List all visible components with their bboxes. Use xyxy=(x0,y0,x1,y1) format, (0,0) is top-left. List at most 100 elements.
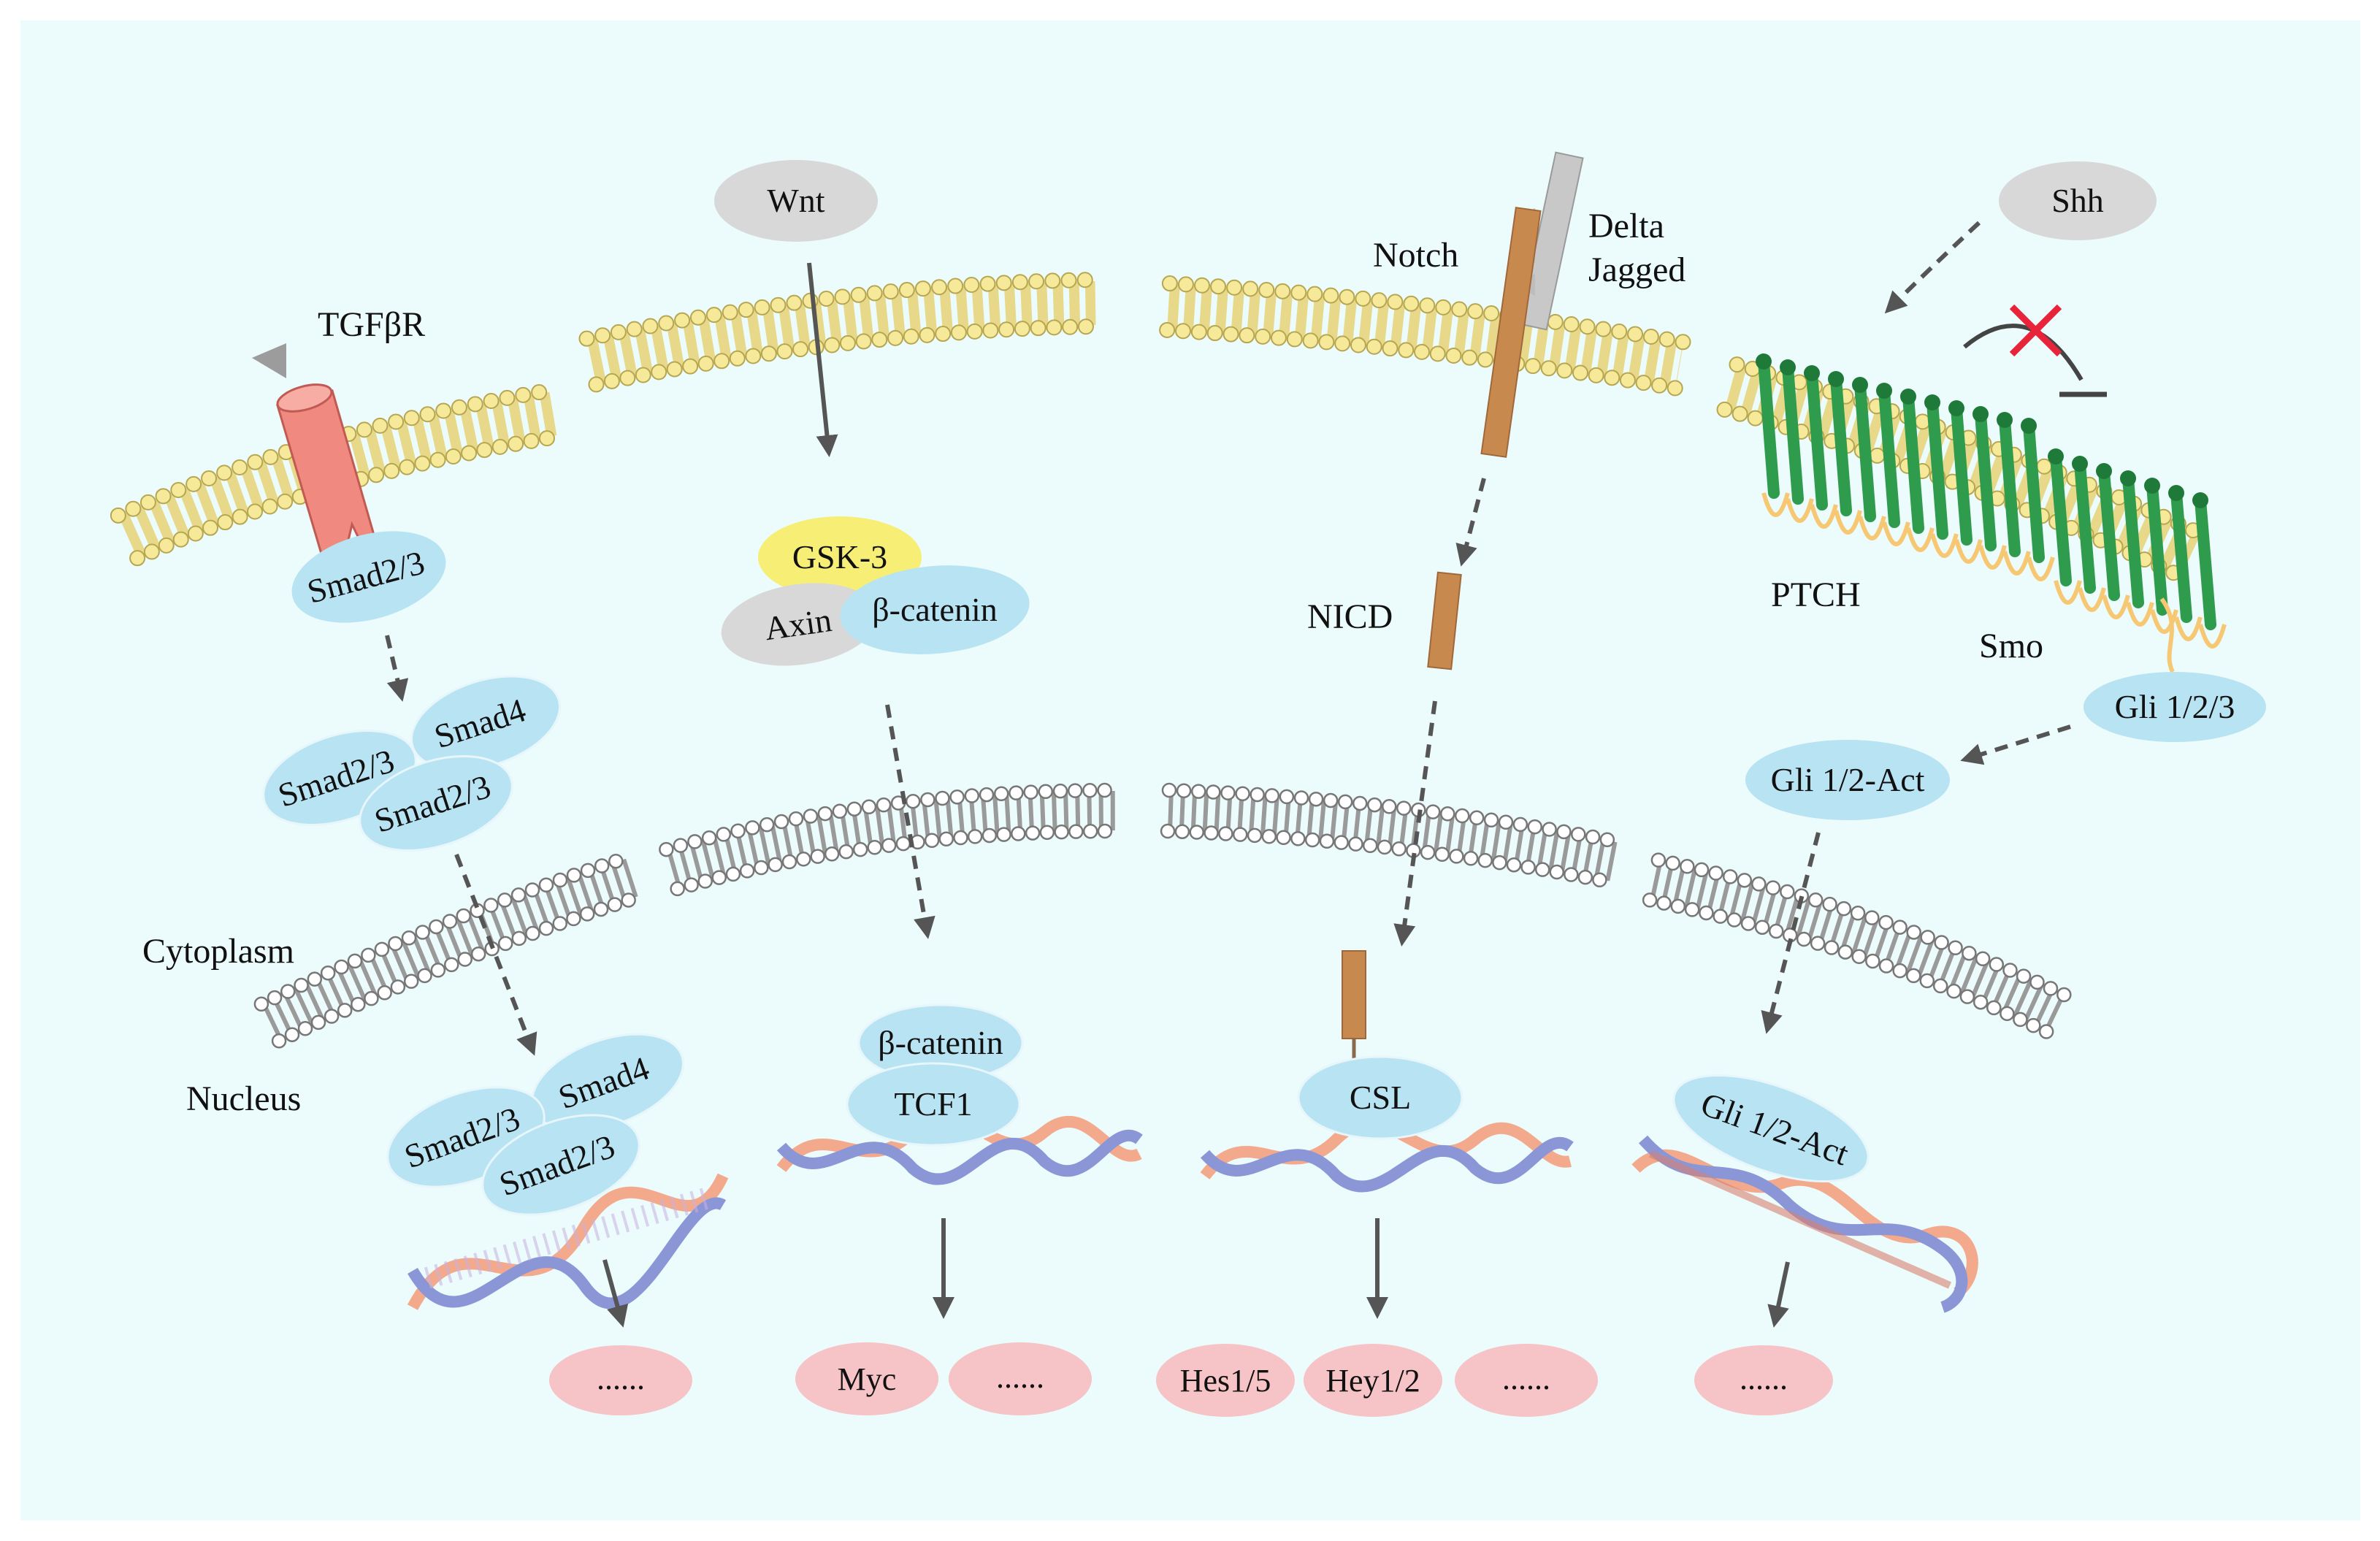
nuclear-lipid-head xyxy=(996,827,1011,842)
nuclear-lipid-head xyxy=(430,963,446,978)
lipid-head xyxy=(216,464,233,481)
lipid-head xyxy=(1675,334,1691,351)
nuclear-lipid-head xyxy=(684,877,699,892)
nuclear-lipid-head xyxy=(1176,783,1192,798)
lipid-head xyxy=(935,326,952,343)
notch-label: Notch xyxy=(1373,236,1458,275)
lipid-head xyxy=(414,455,431,472)
lipid-head xyxy=(1274,283,1291,299)
wnt-pathway: Wnt GSK-3 Axin β-catenin β-catenin TCF1 … xyxy=(714,160,1143,1415)
nuclear-lipid-head xyxy=(1023,784,1038,800)
lipid-head xyxy=(1030,320,1046,337)
product-hey xyxy=(1304,1344,1442,1417)
svg-text:Axin: Axin xyxy=(762,601,834,647)
nuclear-lipid-head xyxy=(1352,795,1368,811)
nuclear-lipid-head xyxy=(1878,914,1894,930)
nuclear-lipid-head xyxy=(1463,850,1479,866)
lipid-head xyxy=(429,451,446,468)
lipid-head xyxy=(1242,280,1259,297)
transmembrane-helix xyxy=(2098,465,2120,601)
wnt-product-more xyxy=(949,1342,1092,1415)
nuclear-lipid-head xyxy=(1932,978,1948,994)
lipid-head xyxy=(531,384,548,401)
lipid-head xyxy=(1258,282,1275,299)
transmembrane-helix xyxy=(2146,480,2168,616)
hedgehog-arrow-3 xyxy=(1767,1261,1790,1328)
nuclear-lipid-head xyxy=(1527,819,1542,835)
nuclear-lipid-head xyxy=(1665,855,1680,871)
notch-receptor xyxy=(1480,207,1542,458)
tgfb-arrow-2 xyxy=(454,853,537,1056)
lipid-head xyxy=(642,318,659,334)
nuclear-lipid-head xyxy=(1564,867,1579,882)
lipid-head xyxy=(697,355,714,372)
transmembrane-helix xyxy=(2122,473,2144,608)
lipid-head xyxy=(1588,367,1604,383)
lipid-head xyxy=(172,531,189,548)
nuclear-lipid-head xyxy=(881,838,897,853)
lipid-head xyxy=(1419,297,1436,314)
nuclear-lipid-head xyxy=(1362,838,1378,853)
helix-cap xyxy=(1828,371,1844,387)
nuclear-lipid-head xyxy=(1396,800,1412,816)
helix-loop xyxy=(2027,557,2055,581)
lipid-head xyxy=(1467,303,1484,320)
nuclear-lipid-head xyxy=(1851,949,1867,964)
lipid-head xyxy=(356,421,372,438)
nuclear-lipid-head xyxy=(429,919,444,935)
nuclear-lipid-head xyxy=(403,974,419,989)
nuclear-lipid-head xyxy=(483,898,499,913)
nuclear-lipid-head xyxy=(1082,783,1098,798)
lipid-head xyxy=(1062,318,1079,335)
nuclear-lipid-head xyxy=(1377,839,1393,855)
nuclear-lipid-head xyxy=(320,965,336,981)
nuclear-lipid-head xyxy=(1542,822,1557,837)
nuclear-lipid-head xyxy=(1807,892,1824,908)
nuclear-lipid-head xyxy=(1439,806,1455,822)
helix-cap xyxy=(2096,463,2112,479)
svg-text:Gli 1/2/3: Gli 1/2/3 xyxy=(2115,688,2235,725)
lipid-head xyxy=(277,493,294,510)
nuclear-lipid-head xyxy=(1780,884,1795,900)
nuclear-lipid-head xyxy=(2002,963,2018,978)
lipid-head xyxy=(705,307,722,324)
nuclear-lipid-head xyxy=(1506,857,1522,873)
transmembrane-helix xyxy=(1999,414,2021,557)
lipid-head xyxy=(995,275,1012,291)
nuclear-lipid-head xyxy=(1751,876,1767,892)
lipid-head xyxy=(1619,372,1636,389)
lipid-head xyxy=(1077,318,1094,335)
nuclear-lipid-head xyxy=(905,793,921,809)
nuclear-lipid-head xyxy=(1726,912,1742,928)
nuclear-lipid-head xyxy=(1323,792,1339,808)
nuclear-lipid-head xyxy=(824,846,840,862)
lipid-head xyxy=(1222,326,1239,343)
lipid-head xyxy=(729,350,746,367)
nuclear-lipid-head xyxy=(566,868,582,883)
nuclear-lipid-head xyxy=(608,853,624,869)
nuclear-lipid-head xyxy=(1454,808,1470,824)
nuclear-lipid-head xyxy=(253,996,269,1012)
nuclear-lipid-head xyxy=(1824,940,1840,955)
nuclear-lipid-head xyxy=(552,872,568,888)
smo-receptor xyxy=(2048,448,2227,673)
tcf1 xyxy=(846,1062,1021,1147)
nuclear-lipid-head xyxy=(788,811,804,827)
lipid-head xyxy=(1572,364,1588,381)
svg-text:Hey1/2: Hey1/2 xyxy=(1325,1363,1420,1399)
lipid-head xyxy=(882,283,899,300)
nuclear-lipid-head xyxy=(401,930,417,946)
helix-loop xyxy=(2054,580,2082,605)
nuclear-lipid-head xyxy=(1190,784,1206,799)
lipid-head xyxy=(1177,276,1194,293)
tgfb-product xyxy=(549,1345,692,1415)
lipid-head xyxy=(1350,337,1366,353)
nuclear-lipid-head xyxy=(1189,825,1204,840)
nuclear-lipid-head xyxy=(1989,957,2005,972)
nuclear-lipid-head xyxy=(2056,987,2072,1003)
lipid-head xyxy=(476,442,493,459)
tgfb-dna xyxy=(407,1173,729,1310)
nuclear-lipid-head xyxy=(1906,925,1921,940)
lipid-head xyxy=(1060,272,1077,288)
nuclear-lipid-head xyxy=(297,1020,313,1036)
